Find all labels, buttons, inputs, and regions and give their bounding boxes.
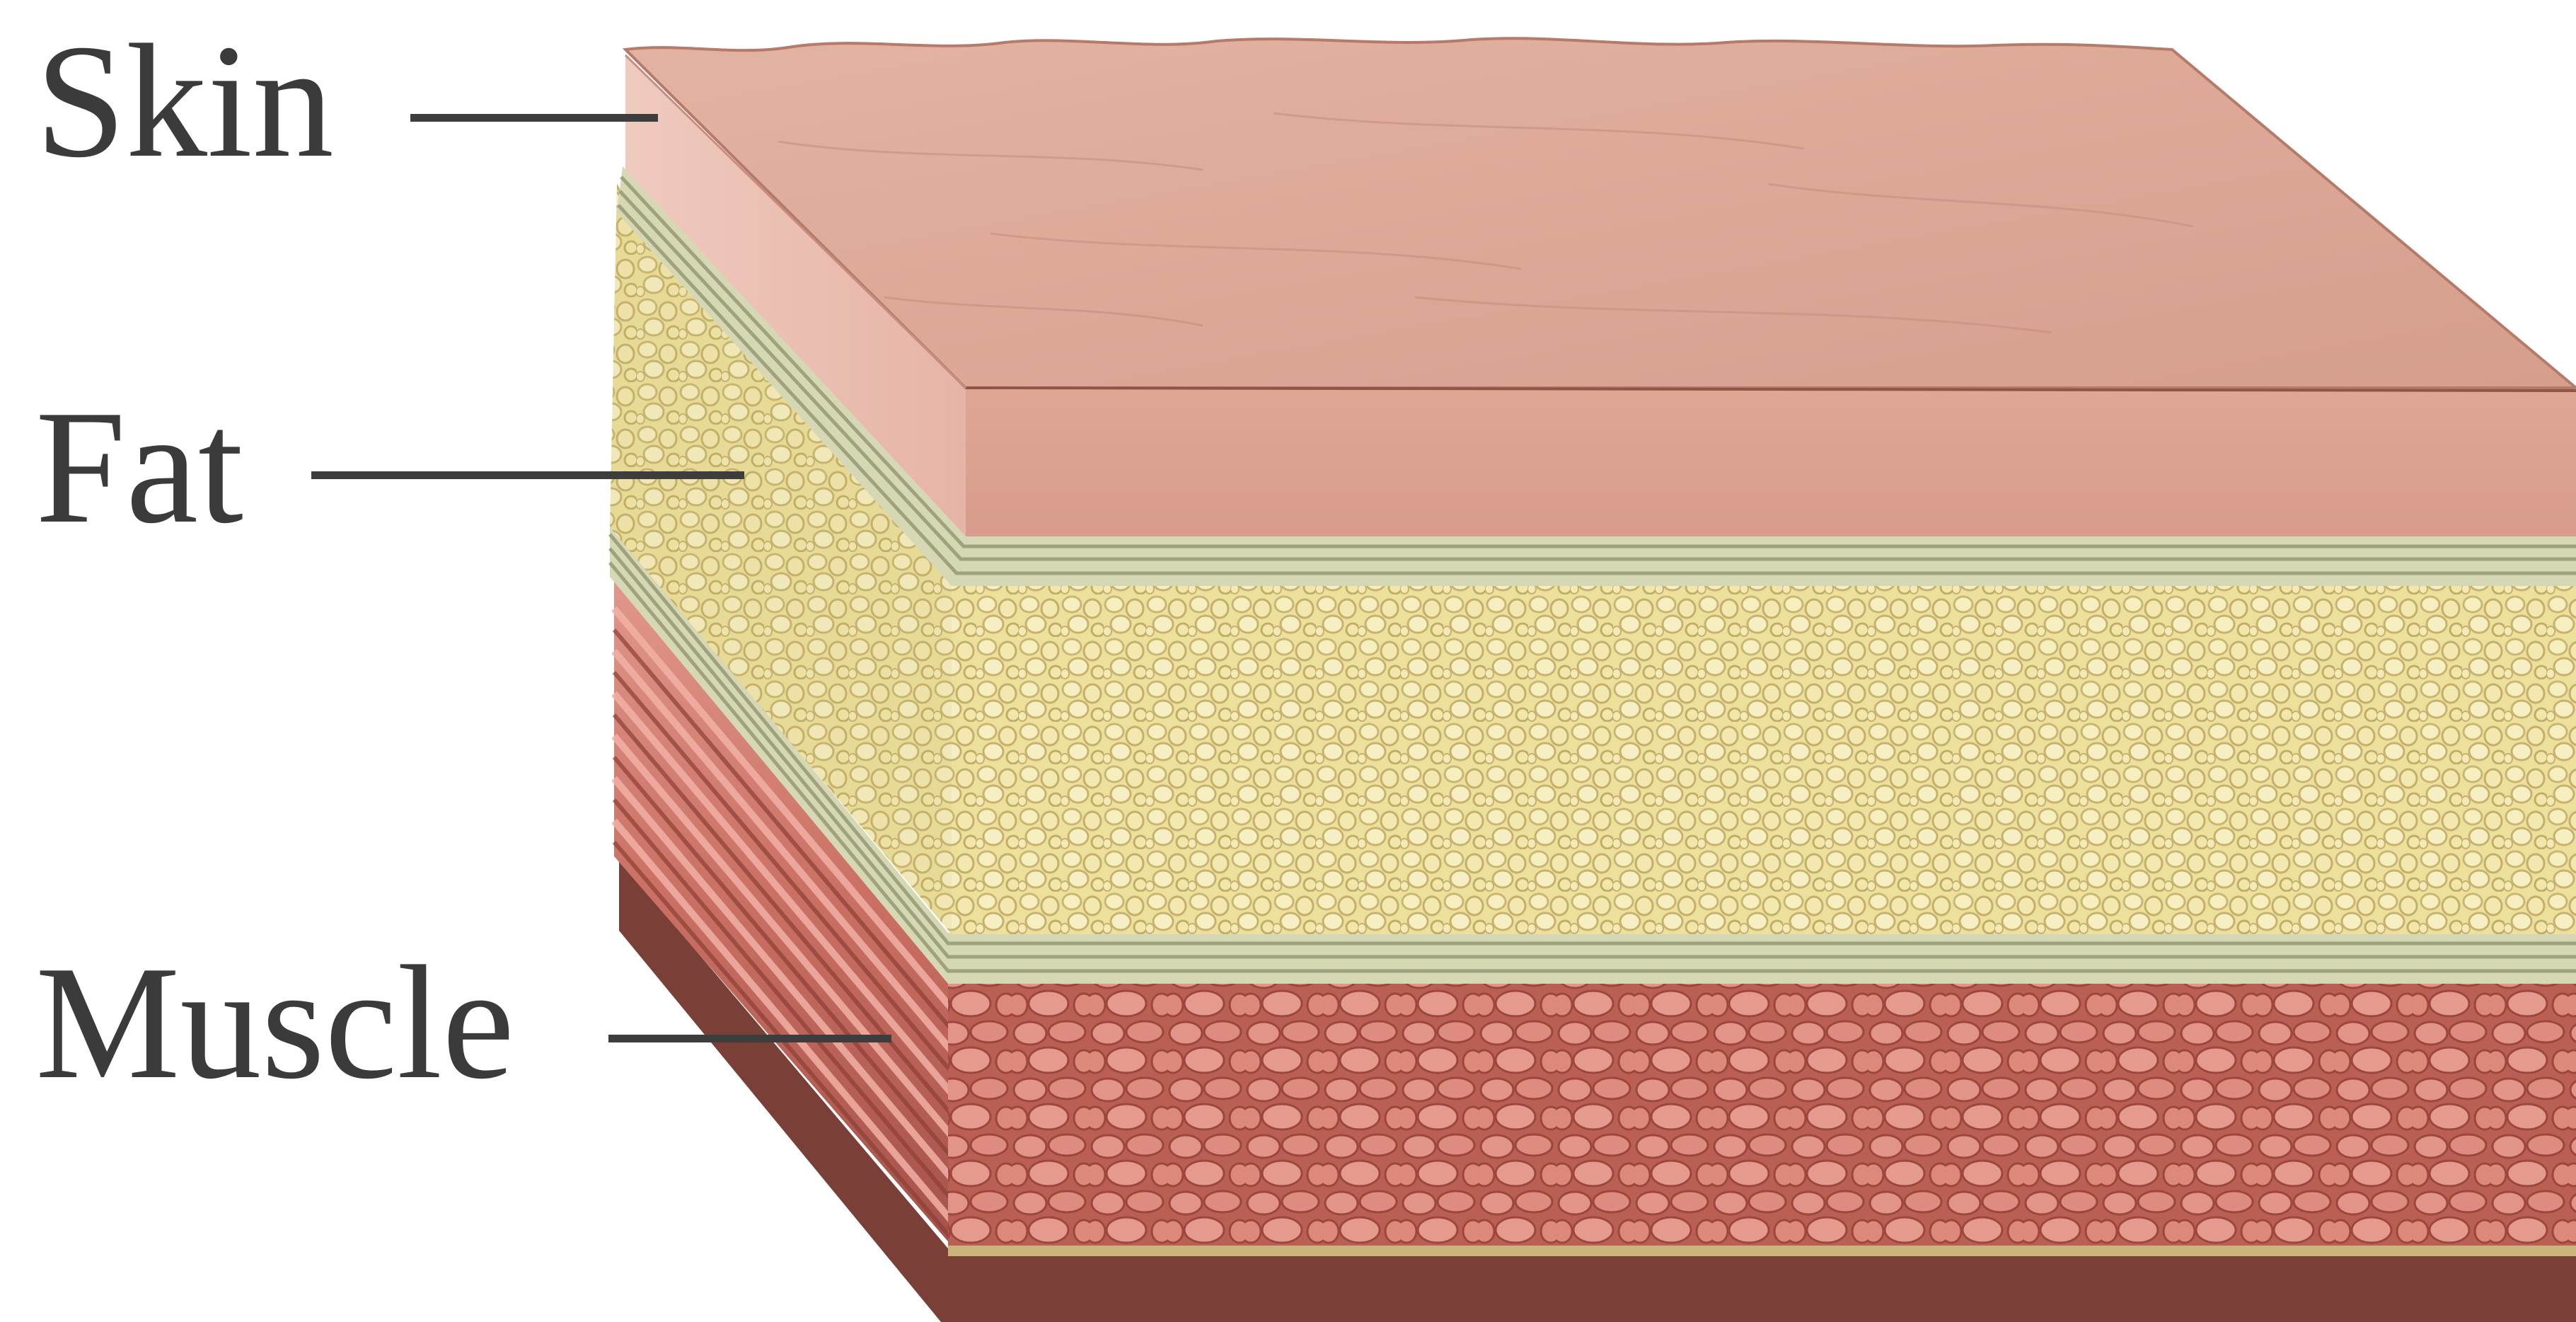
- leader-line-skin: [410, 114, 658, 122]
- fat-front-face: [952, 579, 2576, 934]
- leader-line-fat: [311, 471, 744, 479]
- skin-front-face: [966, 388, 2576, 536]
- muscle-front-face: [948, 980, 2576, 1246]
- label-skin: Skin: [35, 20, 334, 183]
- label-fat: Fat: [35, 386, 243, 548]
- skin-top-surface: [625, 38, 2576, 388]
- leader-line-muscle: [608, 1035, 891, 1042]
- label-muscle: Muscle: [35, 941, 514, 1104]
